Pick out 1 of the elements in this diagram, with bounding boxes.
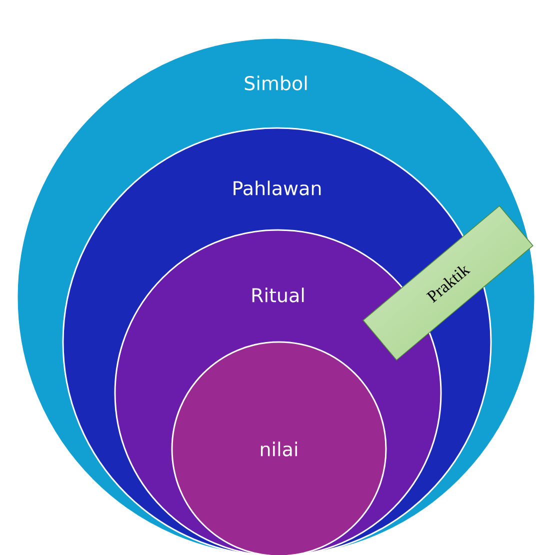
- circle-band: nilai: [171, 341, 387, 555]
